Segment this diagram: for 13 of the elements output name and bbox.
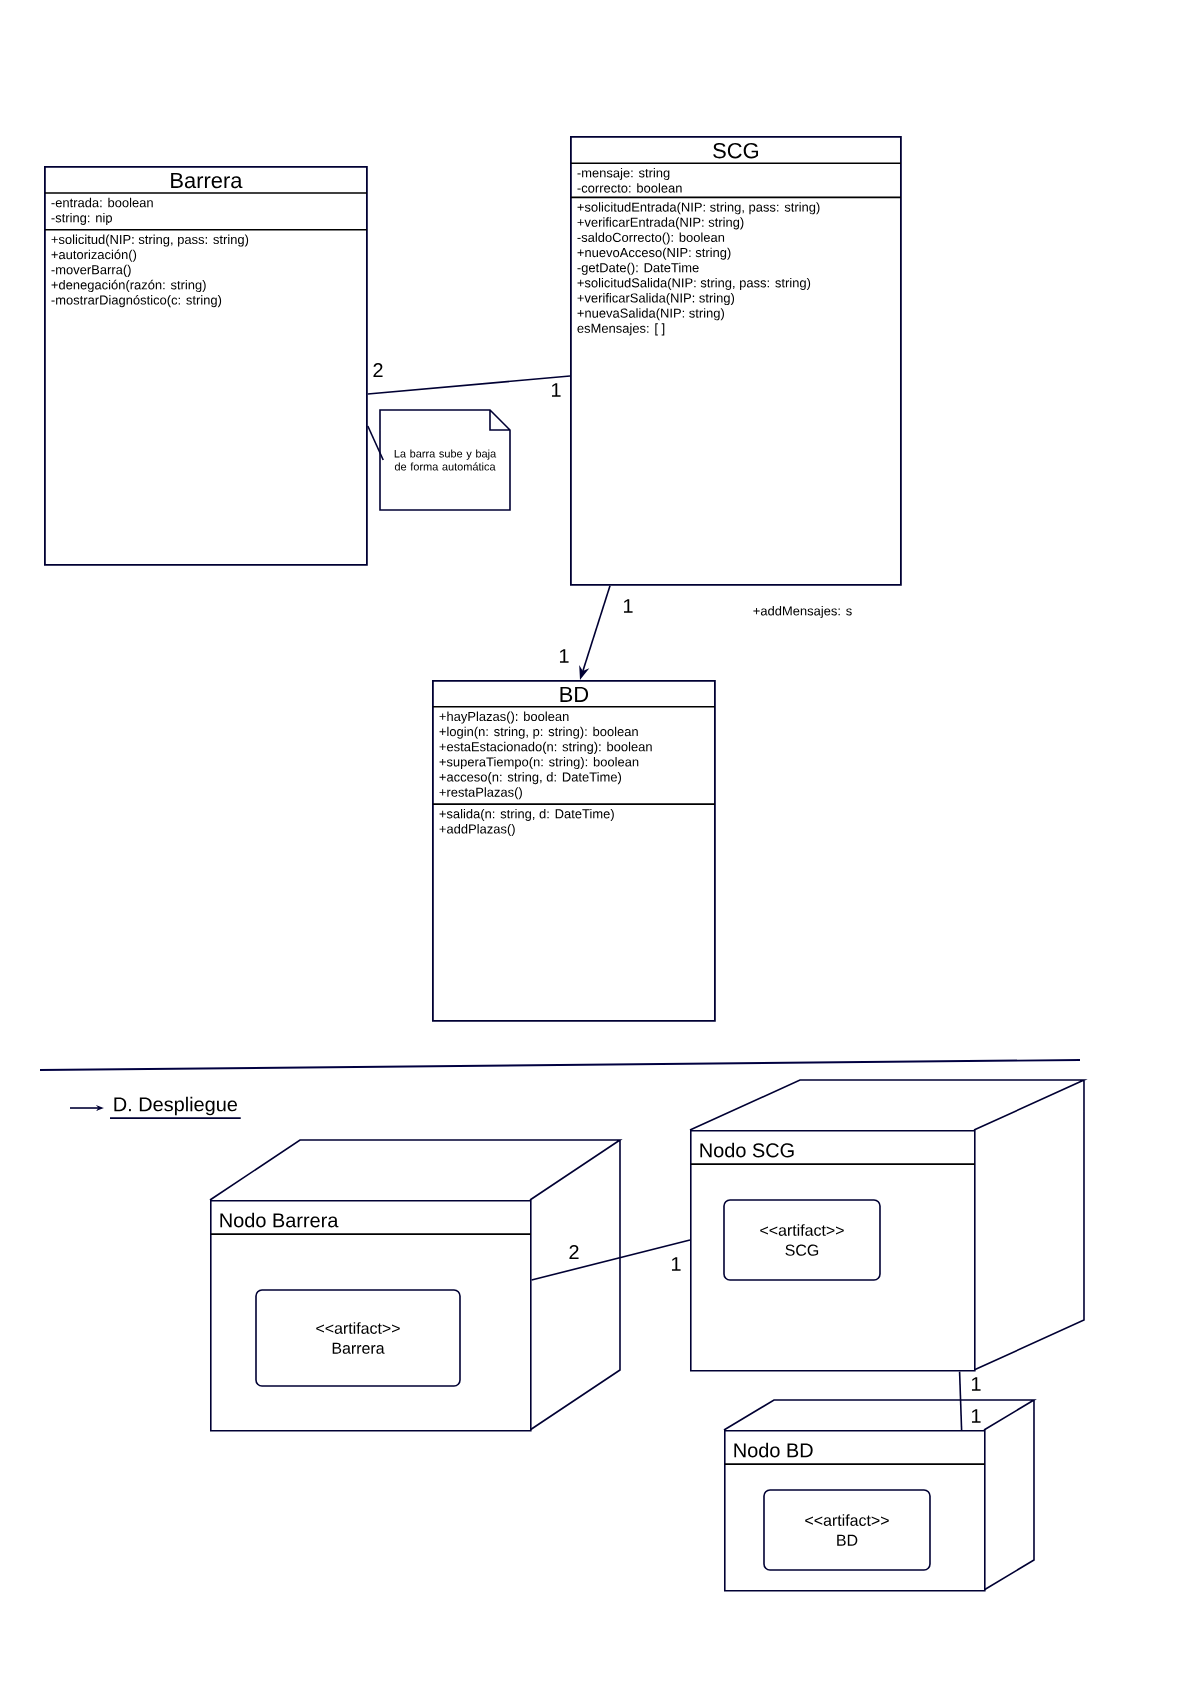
multiplicity-label: 1 [672, 1257, 681, 1271]
edge-line [958, 1370, 963, 1431]
edge-line [367, 375, 571, 395]
multiplicity-label: 1 [552, 383, 561, 397]
multiplicity-label: 1 [624, 599, 633, 613]
multiplicity-label: 2 [373, 363, 383, 377]
edge-line [530, 1239, 691, 1281]
multiplicity-label: 1 [972, 1409, 981, 1423]
multiplicity-label: 1 [560, 649, 569, 663]
heading: D. Despliegue [114, 1096, 237, 1116]
multiplicity-label: 1 [972, 1377, 981, 1391]
leader-line [367, 425, 384, 461]
multiplicity-label: 2 [569, 1245, 579, 1259]
